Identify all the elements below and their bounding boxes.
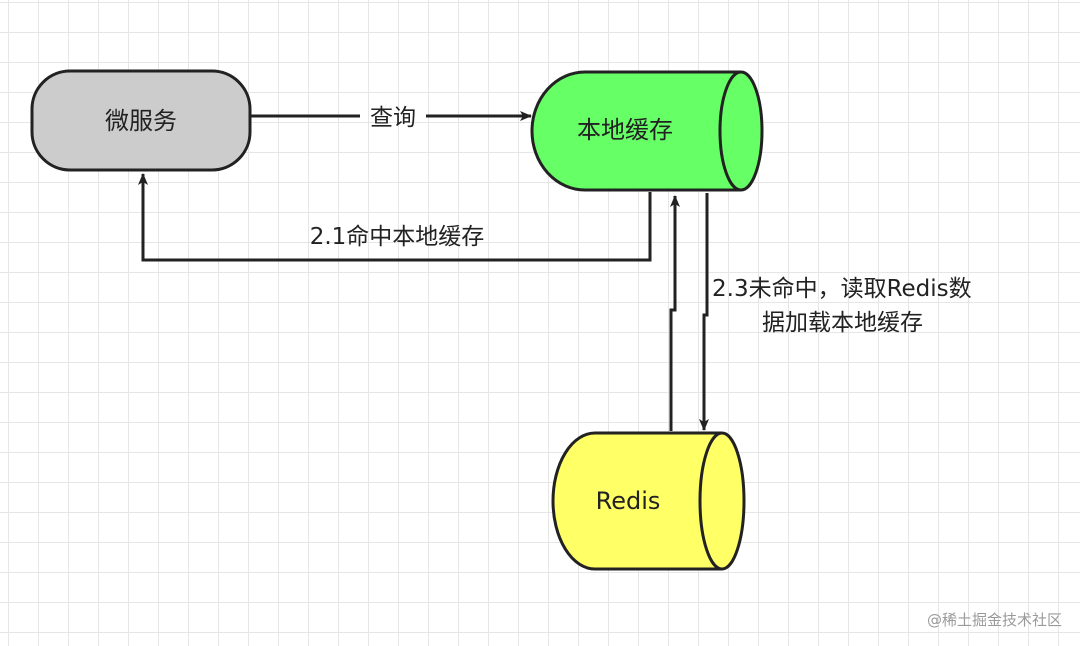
edge-redis-return [669, 195, 680, 431]
watermark: @稀土掘金技术社区 [926, 611, 1062, 629]
local-cache-end-face [718, 70, 742, 192]
node-redis[interactable]: Redis [551, 431, 746, 571]
redis-end-face [698, 431, 723, 571]
query-label: 查询 [370, 105, 416, 131]
node-microservice[interactable]: 微服务 [30, 69, 252, 172]
redis-return-arrow [669, 195, 680, 431]
redis-label: Redis [596, 487, 661, 515]
local-cache-label: 本地缓存 [577, 116, 673, 144]
hit-local-cache-label: 2.1命中本地缓存 [310, 224, 485, 250]
miss-label-line2: 据加载本地缓存 [762, 310, 923, 336]
microservice-shape [30, 69, 252, 172]
microservice-label: 微服务 [105, 107, 177, 135]
edge-miss-read-redis: 2.3未命中，读取Redis数 据加载本地缓存 [699, 193, 972, 431]
hit-local-cache-arrow [138, 173, 652, 262]
miss-label-line1: 2.3未命中，读取Redis数 [712, 276, 972, 302]
node-local-cache[interactable]: 本地缓存 [530, 70, 764, 192]
edge-hit-local-cache: 2.1命中本地缓存 [138, 173, 652, 262]
edge-query: 查询 [250, 105, 532, 131]
miss-read-redis-arrow [699, 193, 709, 431]
